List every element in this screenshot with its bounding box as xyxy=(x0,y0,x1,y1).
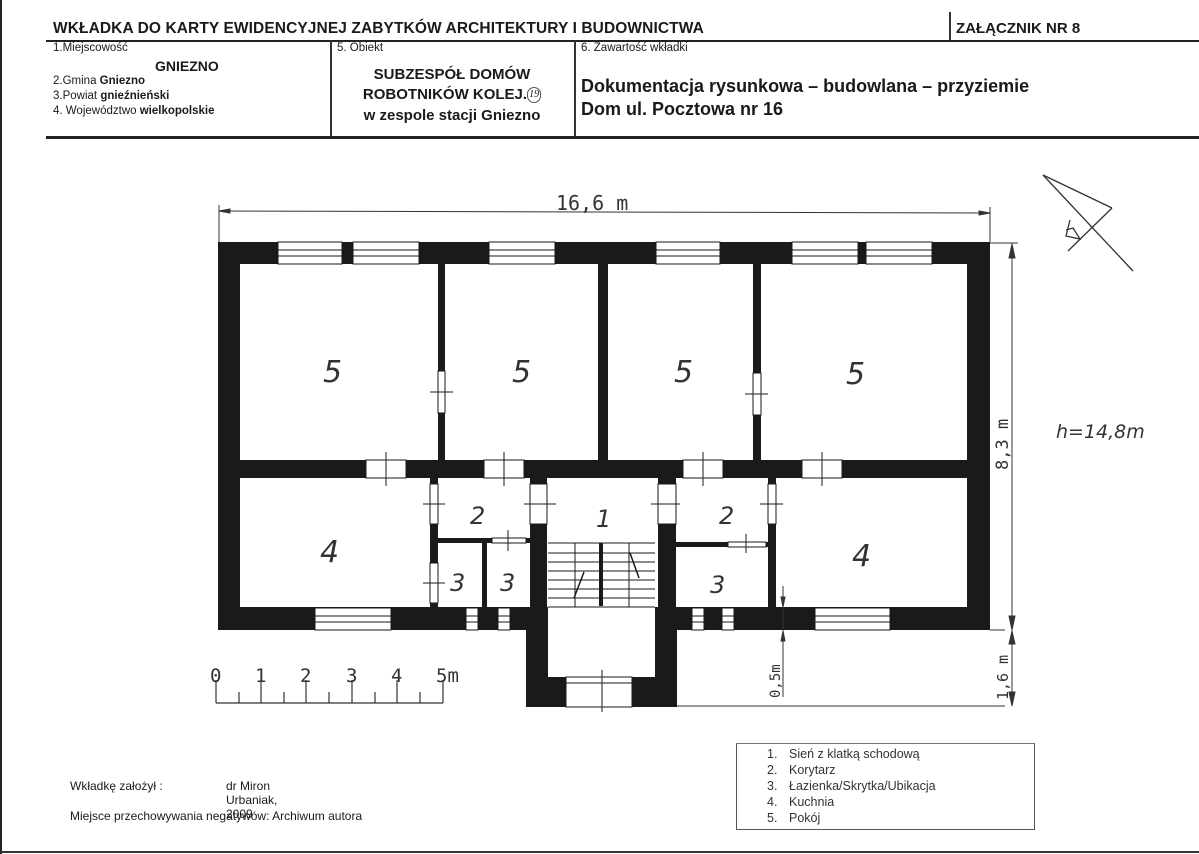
divider xyxy=(949,12,951,42)
location-label: 1.Miejscowość xyxy=(53,42,128,54)
wall xyxy=(438,538,530,543)
room-number: 3 xyxy=(450,569,465,597)
room-number: 4 xyxy=(320,535,339,570)
legend-item: 2.Korytarz xyxy=(767,763,836,777)
room-number: 5 xyxy=(323,355,342,390)
scale-tick-label: 2 xyxy=(300,665,311,687)
scale-tick-label: 0 xyxy=(210,665,221,687)
gmina-field: 2.Gmina Gniezno xyxy=(53,75,146,87)
city-name: GNIEZNO xyxy=(155,58,219,74)
room-number: 5 xyxy=(512,355,531,390)
depth-dimension: 8,3 m xyxy=(993,419,1013,470)
divider xyxy=(46,136,1199,139)
wall xyxy=(526,677,566,707)
wojewodztwo-field: 4. Województwo wielkopolskie xyxy=(53,105,215,117)
wall xyxy=(430,478,438,608)
created-label: Wkładkę założył : xyxy=(70,779,163,793)
object-label: 5. Obiekt xyxy=(337,42,384,54)
annex-number: ZAŁĄCZNIK NR 8 xyxy=(956,20,1081,37)
legend-item: 1.Sień z klatką schodową xyxy=(767,747,920,761)
room-number: 2 xyxy=(719,502,734,530)
room-number: 3 xyxy=(500,569,515,597)
contents-label: 6. Zawartość wkładki xyxy=(581,42,688,54)
wall xyxy=(753,264,761,460)
room-number: 4 xyxy=(852,539,871,574)
legend-item: 5.Pokój xyxy=(767,811,821,825)
wall xyxy=(218,242,240,611)
wall xyxy=(599,543,603,606)
object-line-1: SUBZESPÓŁ DOMÓW xyxy=(373,66,531,83)
object-number-badge: 19 xyxy=(527,87,542,104)
room-number: 5 xyxy=(674,355,693,390)
object-line-3: w zespole stacji Gniezno xyxy=(363,107,541,124)
legend-item: 3.Łazienka/Skrytka/Ubikacja xyxy=(767,779,936,793)
divider xyxy=(574,41,576,137)
height-note: h=14,8m xyxy=(1056,421,1145,443)
room-legend: 1.Sień z klatką schodową 2.Korytarz 3.Ła… xyxy=(736,743,1035,830)
divider xyxy=(330,41,332,137)
contents-line-2: Dom ul. Pocztowa nr 16 xyxy=(581,99,784,119)
wall xyxy=(676,542,768,547)
created-by: Wkładkę założył : dr Miron Urbaniak, 200… xyxy=(70,779,277,821)
scale-tick-label: 4 xyxy=(391,665,402,687)
room-number: 3 xyxy=(710,571,725,599)
room-number: 5 xyxy=(846,357,865,392)
page-border xyxy=(0,0,2,854)
wall xyxy=(218,460,990,478)
wall xyxy=(632,677,677,707)
document-title: WKŁADKA DO KARTY EWIDENCYJNEJ ZABYTKÓW A… xyxy=(53,20,704,37)
porch-dimension: 1,6 m xyxy=(994,655,1012,700)
scale-tick-label: 3 xyxy=(346,665,357,687)
wall xyxy=(482,543,487,607)
room-number: 1 xyxy=(596,505,611,533)
scale-tick-label: 5m xyxy=(436,665,459,687)
contents-line-1: Dokumentacja rysunkowa – budowlana – prz… xyxy=(581,76,1030,96)
wall xyxy=(967,242,990,611)
scale-bar xyxy=(215,680,444,704)
wall xyxy=(598,264,608,460)
divider xyxy=(46,40,1199,42)
width-dimension: 16,6 m xyxy=(556,191,628,215)
wall xyxy=(438,264,445,460)
step-dimension: 0,5m xyxy=(768,664,784,698)
legend-item: 4.Kuchnia xyxy=(767,795,835,809)
object-line-2: ROBOTNIKÓW KOLEJ.19 xyxy=(362,86,542,104)
room-number: 2 xyxy=(470,502,485,530)
author-name: dr Miron Urbaniak, 2009 xyxy=(226,779,278,821)
page-border xyxy=(0,851,1199,853)
wall xyxy=(768,478,776,608)
negative-storage: Miejsce przechowywania negatywów: Archiw… xyxy=(70,809,363,823)
north-arrow-icon xyxy=(1042,174,1134,272)
powiat-field: 3.Powiat gnieźnieński xyxy=(53,90,170,102)
scale-tick-label: 1 xyxy=(255,665,266,687)
